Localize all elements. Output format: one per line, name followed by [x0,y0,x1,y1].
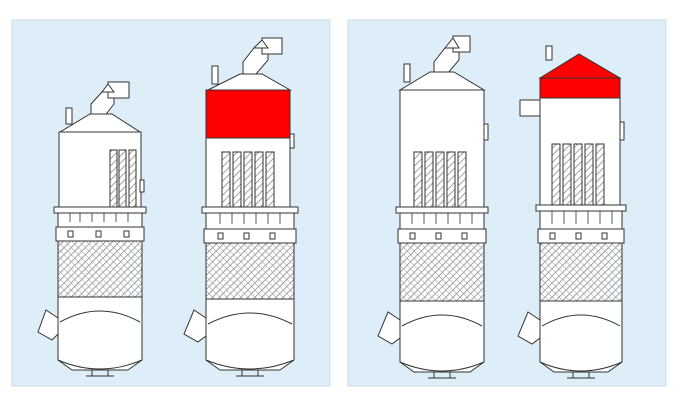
vent-nozzle [403,63,411,83]
gas-inlet [183,309,207,343]
vent-nozzle [545,45,553,61]
scrubber-conical-top [517,45,627,379]
top-flange [535,204,627,212]
manifold-pipes [69,213,129,222]
sump [205,298,295,371]
gas-inlet [517,311,541,345]
spray-nozzles [217,232,276,240]
left-panel [11,19,331,387]
spray-nozzles [67,230,130,238]
demister-cartridges [413,151,467,211]
spray-manifold [399,212,485,230]
vent-nozzle [65,107,73,125]
side-port [139,179,145,193]
scrubber-original [37,81,147,377]
upper-shell [58,131,142,209]
demister-cartridges [551,143,605,211]
gas-inlet [37,309,59,341]
spray-manifold [57,212,143,228]
scrubber-rectangular-top [183,37,299,377]
top-flange [201,206,299,214]
spray-nozzles [549,232,608,240]
demister-cartridges [109,149,137,209]
side-port [289,133,295,149]
gas-inlet [377,311,401,345]
conical-top-base-highlight [539,77,621,99]
demister-cartridges [221,151,275,211]
right-panel [347,19,667,387]
top-flange [395,206,489,214]
sump [57,296,143,371]
vent-nozzle [211,65,219,85]
side-port [619,121,625,141]
side-port [483,123,489,141]
top-flange [53,206,147,214]
sump [399,300,485,373]
spray-manifold [205,212,295,230]
rectangular-top-highlight [205,89,291,139]
sump-dome [59,310,141,323]
sump [539,300,623,373]
duct-elbow [261,37,283,55]
scrubber-extended [377,35,489,379]
spray-nozzles [409,232,468,240]
duct-elbow [107,81,130,99]
